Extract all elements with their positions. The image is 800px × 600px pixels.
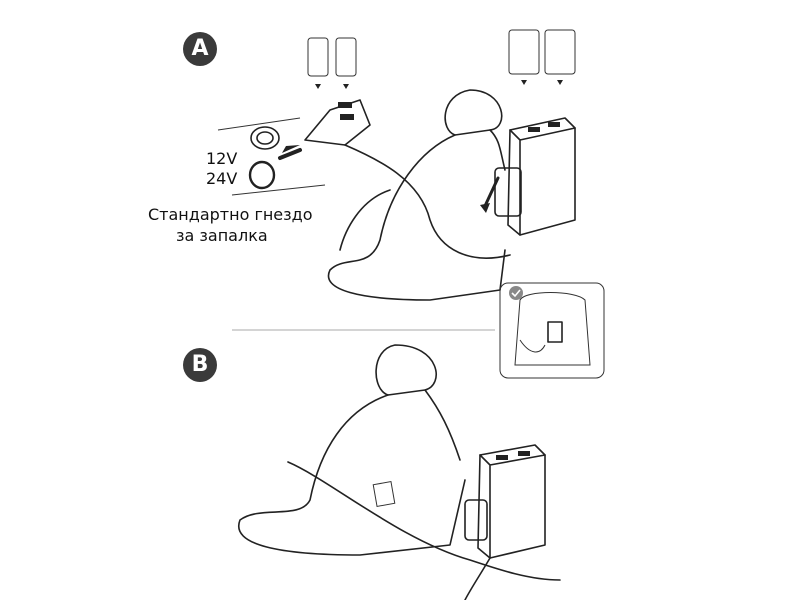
tablet-icon bbox=[544, 29, 576, 85]
checkmark-icon bbox=[509, 286, 523, 300]
socket-caption-line1: Стандартно гнездо bbox=[148, 205, 313, 224]
tablet-icon bbox=[508, 29, 540, 85]
inset-seat-back-view bbox=[499, 282, 605, 379]
car-seat-b bbox=[237, 344, 561, 581]
car-charger-plug bbox=[304, 99, 511, 259]
voltage-12v-label: 12V bbox=[206, 149, 238, 168]
lighter-socket bbox=[217, 117, 326, 196]
usb-hub-b bbox=[464, 444, 546, 600]
step-b-badge: B bbox=[183, 348, 217, 382]
car-seat-a bbox=[327, 89, 506, 301]
phone-icon bbox=[335, 37, 357, 89]
phone-icon bbox=[307, 37, 329, 89]
usb-hub-a bbox=[480, 117, 576, 236]
step-a-badge: A bbox=[183, 32, 217, 66]
socket-caption-line2: за запалка bbox=[176, 226, 268, 245]
voltage-24v-label: 24V bbox=[206, 169, 238, 188]
